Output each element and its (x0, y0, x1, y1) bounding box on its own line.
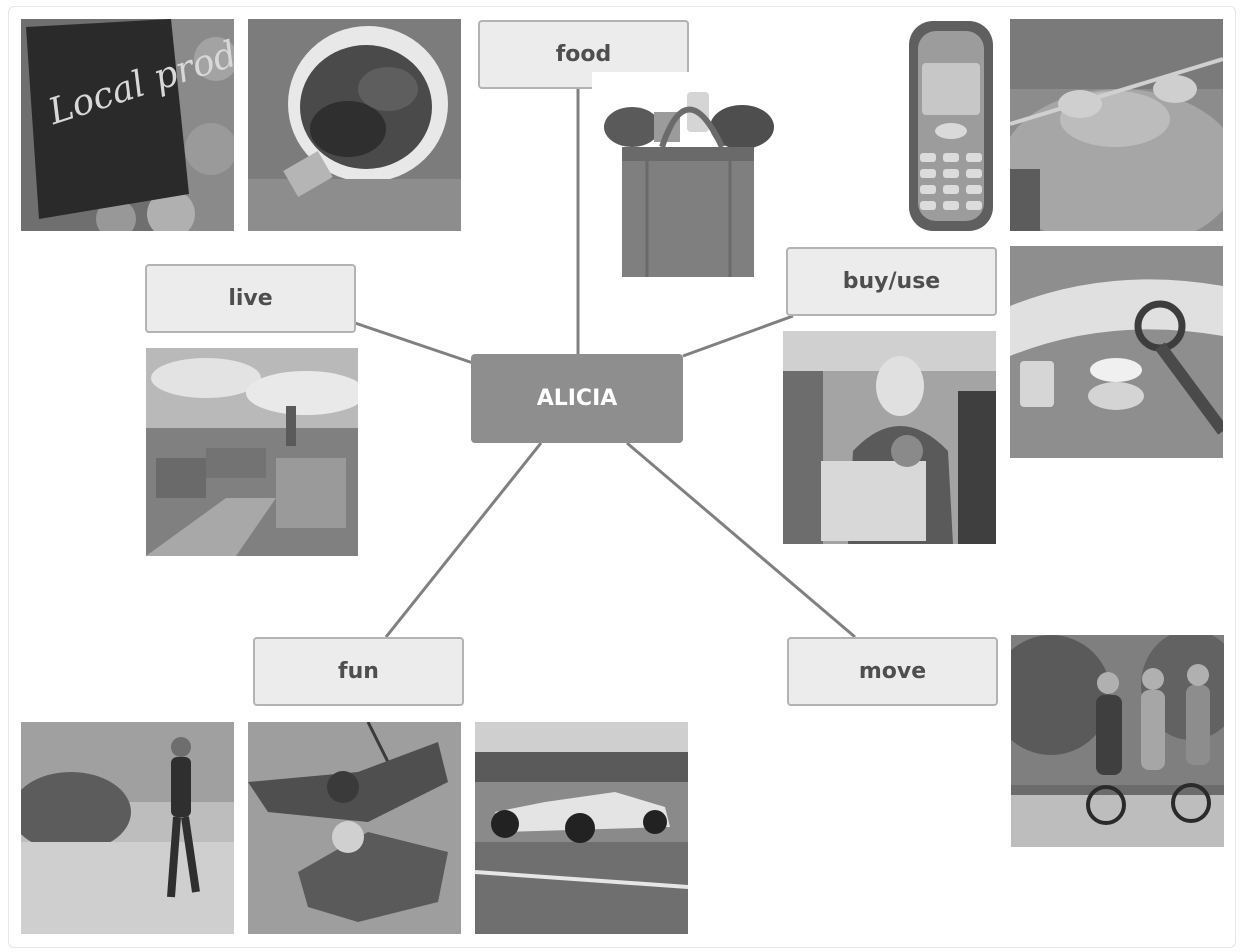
photo-runner (21, 722, 234, 934)
category-buy-use: buy/use (786, 247, 997, 316)
photo-race-car (475, 722, 688, 934)
photo-mobile-phone (906, 19, 996, 233)
category-move: move (787, 637, 998, 706)
category-fun: fun (253, 637, 464, 706)
photo-knitting (1010, 19, 1223, 231)
connector-move (626, 441, 856, 639)
photo-city-view (146, 348, 358, 556)
photo-skydivers (248, 722, 461, 934)
center-node: ALICIA (471, 354, 683, 443)
connector-fun (384, 442, 543, 638)
photo-sewing-items (1010, 246, 1223, 458)
connector-buy-use (682, 314, 794, 358)
category-live: live (145, 264, 356, 333)
photo-woman-with-box (783, 331, 996, 544)
connector-live (354, 321, 474, 365)
photo-shopping-bag (592, 72, 776, 284)
photo-salad-bowl (248, 19, 461, 231)
photo-cyclists (1011, 635, 1224, 847)
photo-local-products: Local products (21, 19, 234, 231)
